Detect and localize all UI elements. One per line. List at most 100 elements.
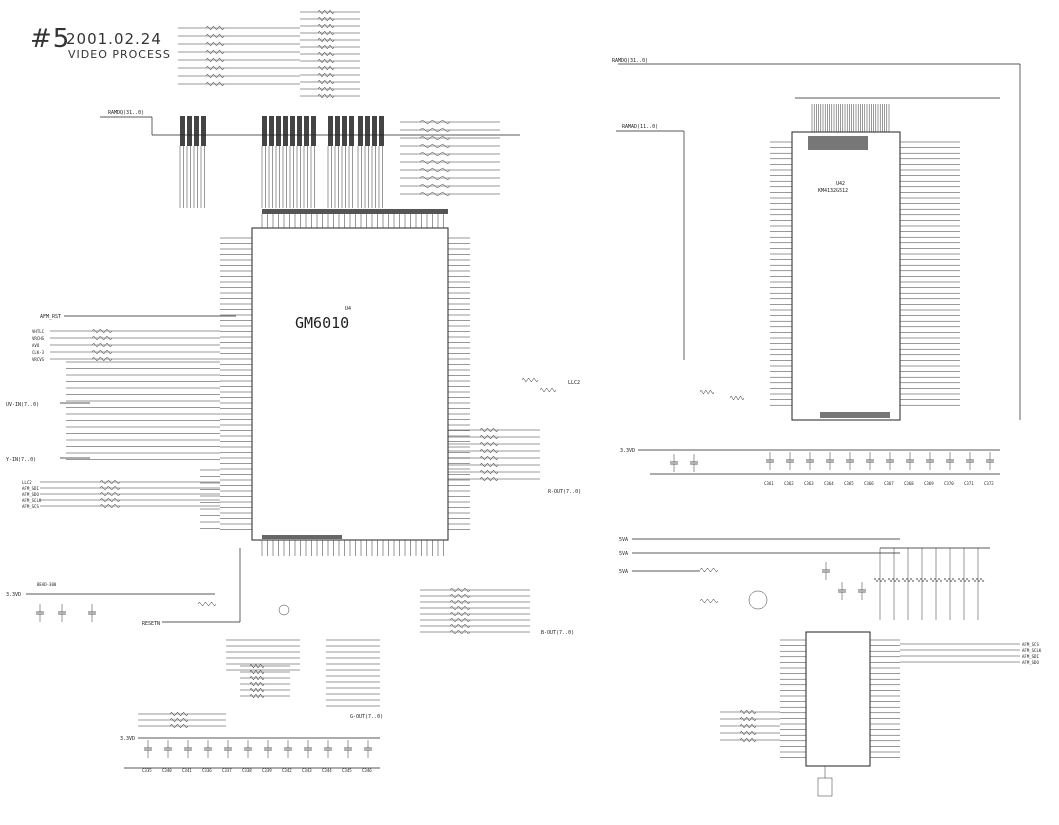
resistor (929, 577, 943, 583)
cap-label: C368 (904, 481, 914, 486)
resistor (169, 711, 189, 717)
afm-bus-label: AFM_SCLK (22, 498, 42, 503)
resistor (887, 577, 901, 583)
resistor (419, 135, 451, 141)
resistor (479, 434, 499, 440)
resistor (419, 127, 451, 133)
resistor (99, 503, 121, 509)
resistor-pack (328, 116, 333, 146)
resistor (739, 709, 757, 715)
sheet-number: #5 (30, 24, 71, 54)
memory-chip: U42 KM4132G512 (770, 97, 1000, 421)
resistor (169, 723, 189, 729)
resistor-pack (335, 116, 340, 146)
memory-chip-pins (770, 97, 1000, 418)
resistor (91, 342, 113, 348)
memory-chip-ref: U42 (836, 181, 845, 187)
net-y-in-label: Y-IN(7..0) (6, 457, 36, 463)
crystal (817, 777, 833, 797)
resistor-pack (342, 116, 347, 146)
resistor (205, 73, 225, 79)
main-chip-part: GM6010 (295, 314, 349, 332)
cap-label: C336 (202, 768, 212, 773)
resistor (449, 629, 471, 635)
resistor (957, 577, 971, 583)
resistor-packs (178, 9, 500, 208)
net-ramdq-label: RAMDQ(31..0) (108, 110, 144, 116)
cap-label: C363 (804, 481, 814, 486)
resistor (419, 183, 451, 189)
mcu-io-label: AFM_SCLK (1022, 648, 1042, 653)
resistor (205, 65, 225, 71)
resistor (91, 356, 113, 362)
resistor (419, 191, 451, 197)
resistor-pack (358, 116, 363, 146)
cap-label: C345 (342, 768, 352, 773)
net-5va-label-1: 5VA (619, 537, 628, 543)
bus-lines: RAMDQ(31..0) RAMDQ(31..0) RAMAD(11..0) U… (6, 58, 1021, 769)
cap-label: C343 (302, 768, 312, 773)
net-reset-label: RESETN (142, 621, 160, 627)
resistor (419, 119, 451, 125)
net-pwr-bottom: 3.3VD (120, 736, 135, 742)
resistor-pack (180, 116, 185, 146)
main-chip-body (251, 227, 449, 541)
resistor-pack (262, 116, 267, 146)
left-input-label: CLK-3 (32, 350, 45, 355)
resistor (205, 57, 225, 63)
transistor (278, 604, 290, 616)
memory-chip-part: KM4132G512 (818, 188, 848, 194)
cap-label: C364 (824, 481, 834, 486)
cap-label: C361 (764, 481, 774, 486)
cap-label: C365 (844, 481, 854, 486)
resistor (539, 387, 557, 393)
cap-label: C366 (864, 481, 874, 486)
resistor (99, 479, 121, 485)
resistor-pack (379, 116, 384, 146)
resistor (317, 79, 335, 85)
resistor (249, 693, 265, 699)
resistor (449, 617, 471, 623)
pin-labels-bottom (820, 412, 890, 418)
resistor (479, 455, 499, 461)
cap-label: C338 (242, 768, 252, 773)
resistor (739, 737, 757, 743)
resistor (699, 598, 719, 604)
resistor (479, 462, 499, 468)
resistor (91, 328, 113, 334)
resistor-pack (269, 116, 274, 146)
resistor (205, 81, 225, 87)
afm-bus-label: AFM_SCS (22, 504, 39, 509)
cap-label: C337 (222, 768, 232, 773)
pin-labels-bottom (262, 535, 342, 539)
resistor (317, 72, 335, 78)
mcu-chip (780, 631, 900, 767)
resistor (449, 605, 471, 611)
resistor (739, 723, 757, 729)
mcu-chip-body (805, 631, 871, 767)
resistor (479, 469, 499, 475)
resistor-pack (349, 116, 354, 146)
cap-label: C372 (984, 481, 994, 486)
cap-label: C371 (964, 481, 974, 486)
resistor (317, 86, 335, 92)
resistor (249, 681, 265, 687)
resistor (943, 577, 957, 583)
resistor-pack (297, 116, 302, 146)
resistor-pack (283, 116, 288, 146)
net-5va-label-3: 5VA (619, 569, 628, 575)
main-chip-ref: U4 (345, 306, 351, 312)
resistor (197, 601, 217, 607)
ferrite-bead-label: BEAD-300 (37, 582, 57, 587)
resistor (971, 577, 985, 583)
resistor (479, 448, 499, 454)
resistor (419, 151, 451, 157)
resistor (317, 23, 335, 29)
resistor (419, 167, 451, 173)
resistor (169, 717, 189, 723)
main-chip-bottom-pins (261, 535, 444, 556)
resistor (449, 587, 471, 593)
